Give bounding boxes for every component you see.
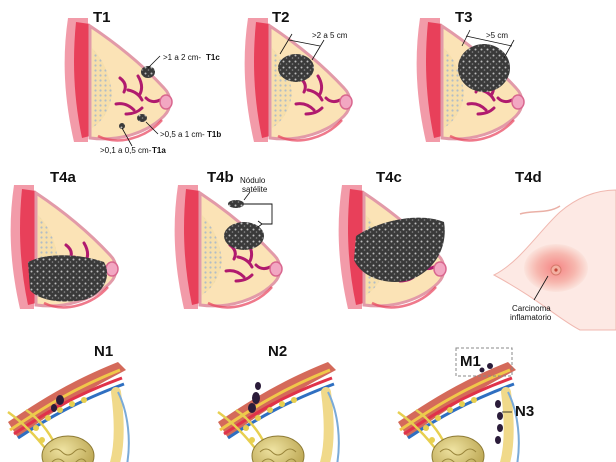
metastatic-node-n1: [56, 395, 64, 405]
label-t4b: T4b: [207, 169, 234, 186]
t1b-size-label: >0,5 a 1 cm-: [160, 130, 205, 139]
label-m1: M1: [460, 353, 481, 370]
tumor-t3: [458, 44, 510, 92]
nodule-label-line1: Nódulo: [240, 176, 266, 185]
label-t1: T1: [93, 9, 111, 26]
m1-box: [455, 347, 513, 377]
panel-t4d: T4d Carcinoma inflamatorio: [492, 169, 616, 331]
label-n2: N2: [268, 343, 287, 360]
t1a-tag: T1a: [152, 146, 166, 155]
t2-size-label: >2 a 5 cm: [312, 31, 348, 40]
tumor-t1b: [137, 114, 147, 122]
panel-n3: M1 N3: [398, 347, 534, 462]
label-n1: N1: [94, 343, 113, 360]
panel-n1: N1: [8, 343, 129, 462]
tumor-t4b: [224, 222, 264, 250]
tumor-t2: [278, 54, 314, 82]
panel-t4c: T4c: [337, 169, 448, 311]
panel-t2: T2 >2 a 5 cm: [243, 9, 354, 144]
tumor-t4a: [28, 255, 108, 302]
nodule-label-line2: satélite: [242, 185, 268, 194]
t1a-size-label: >0,1 a 0,5 cm-: [100, 146, 152, 155]
t1c-tag: T1c: [206, 53, 220, 62]
panel-t4a: T4a: [9, 169, 120, 311]
t1c-size-label: >1 a 2 cm-: [163, 53, 201, 62]
satellite-nodule: [228, 200, 244, 208]
label-t2: T2: [272, 9, 290, 26]
tumor-t4c: [354, 217, 445, 282]
panel-t3: T3 >5 cm: [415, 9, 526, 144]
label-t4d: T4d: [515, 169, 542, 186]
panel-t1: T1 >1 a 2 cm- T1c >0,5 a 1 cm- T1b >0,1 …: [63, 9, 221, 155]
label-n3: N3: [515, 403, 534, 420]
t4d-label-line2: inflamatorio: [510, 313, 552, 322]
t1b-tag: T1b: [207, 130, 221, 139]
label-t3: T3: [455, 9, 473, 26]
t3-size-label: >5 cm: [486, 31, 508, 40]
label-t4c: T4c: [376, 169, 402, 186]
metastatic-node-m1: [487, 363, 493, 369]
tumor-t1a: [119, 123, 125, 129]
t4d-label-line1: Carcinoma: [512, 304, 551, 313]
label-t4a: T4a: [50, 169, 77, 186]
metastatic-node-n2: [252, 392, 260, 404]
panel-t4b: T4b Nódulo satélite: [173, 169, 284, 311]
tumor-t1c: [141, 66, 155, 78]
panel-n2: N2: [218, 343, 339, 462]
